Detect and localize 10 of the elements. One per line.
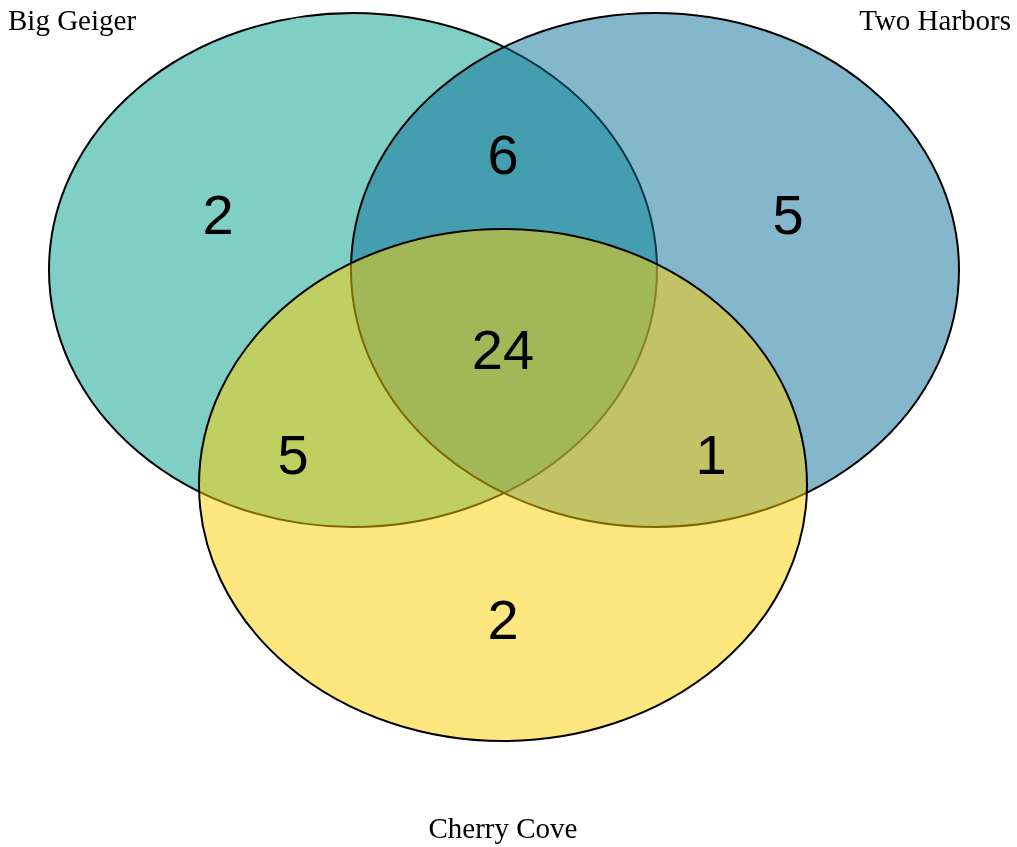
set-label: Cherry Cove [428, 812, 578, 845]
set-label: Big Geiger [8, 4, 137, 37]
count-label: 6 [487, 127, 519, 183]
count-label: 2 [202, 187, 234, 243]
count-label: 5 [277, 427, 309, 483]
set-label: Two Harbors [859, 4, 1011, 37]
count-label: 24 [471, 322, 535, 378]
count-label: 2 [487, 592, 519, 648]
count-label: 5 [772, 187, 804, 243]
count-label: 1 [695, 427, 727, 483]
